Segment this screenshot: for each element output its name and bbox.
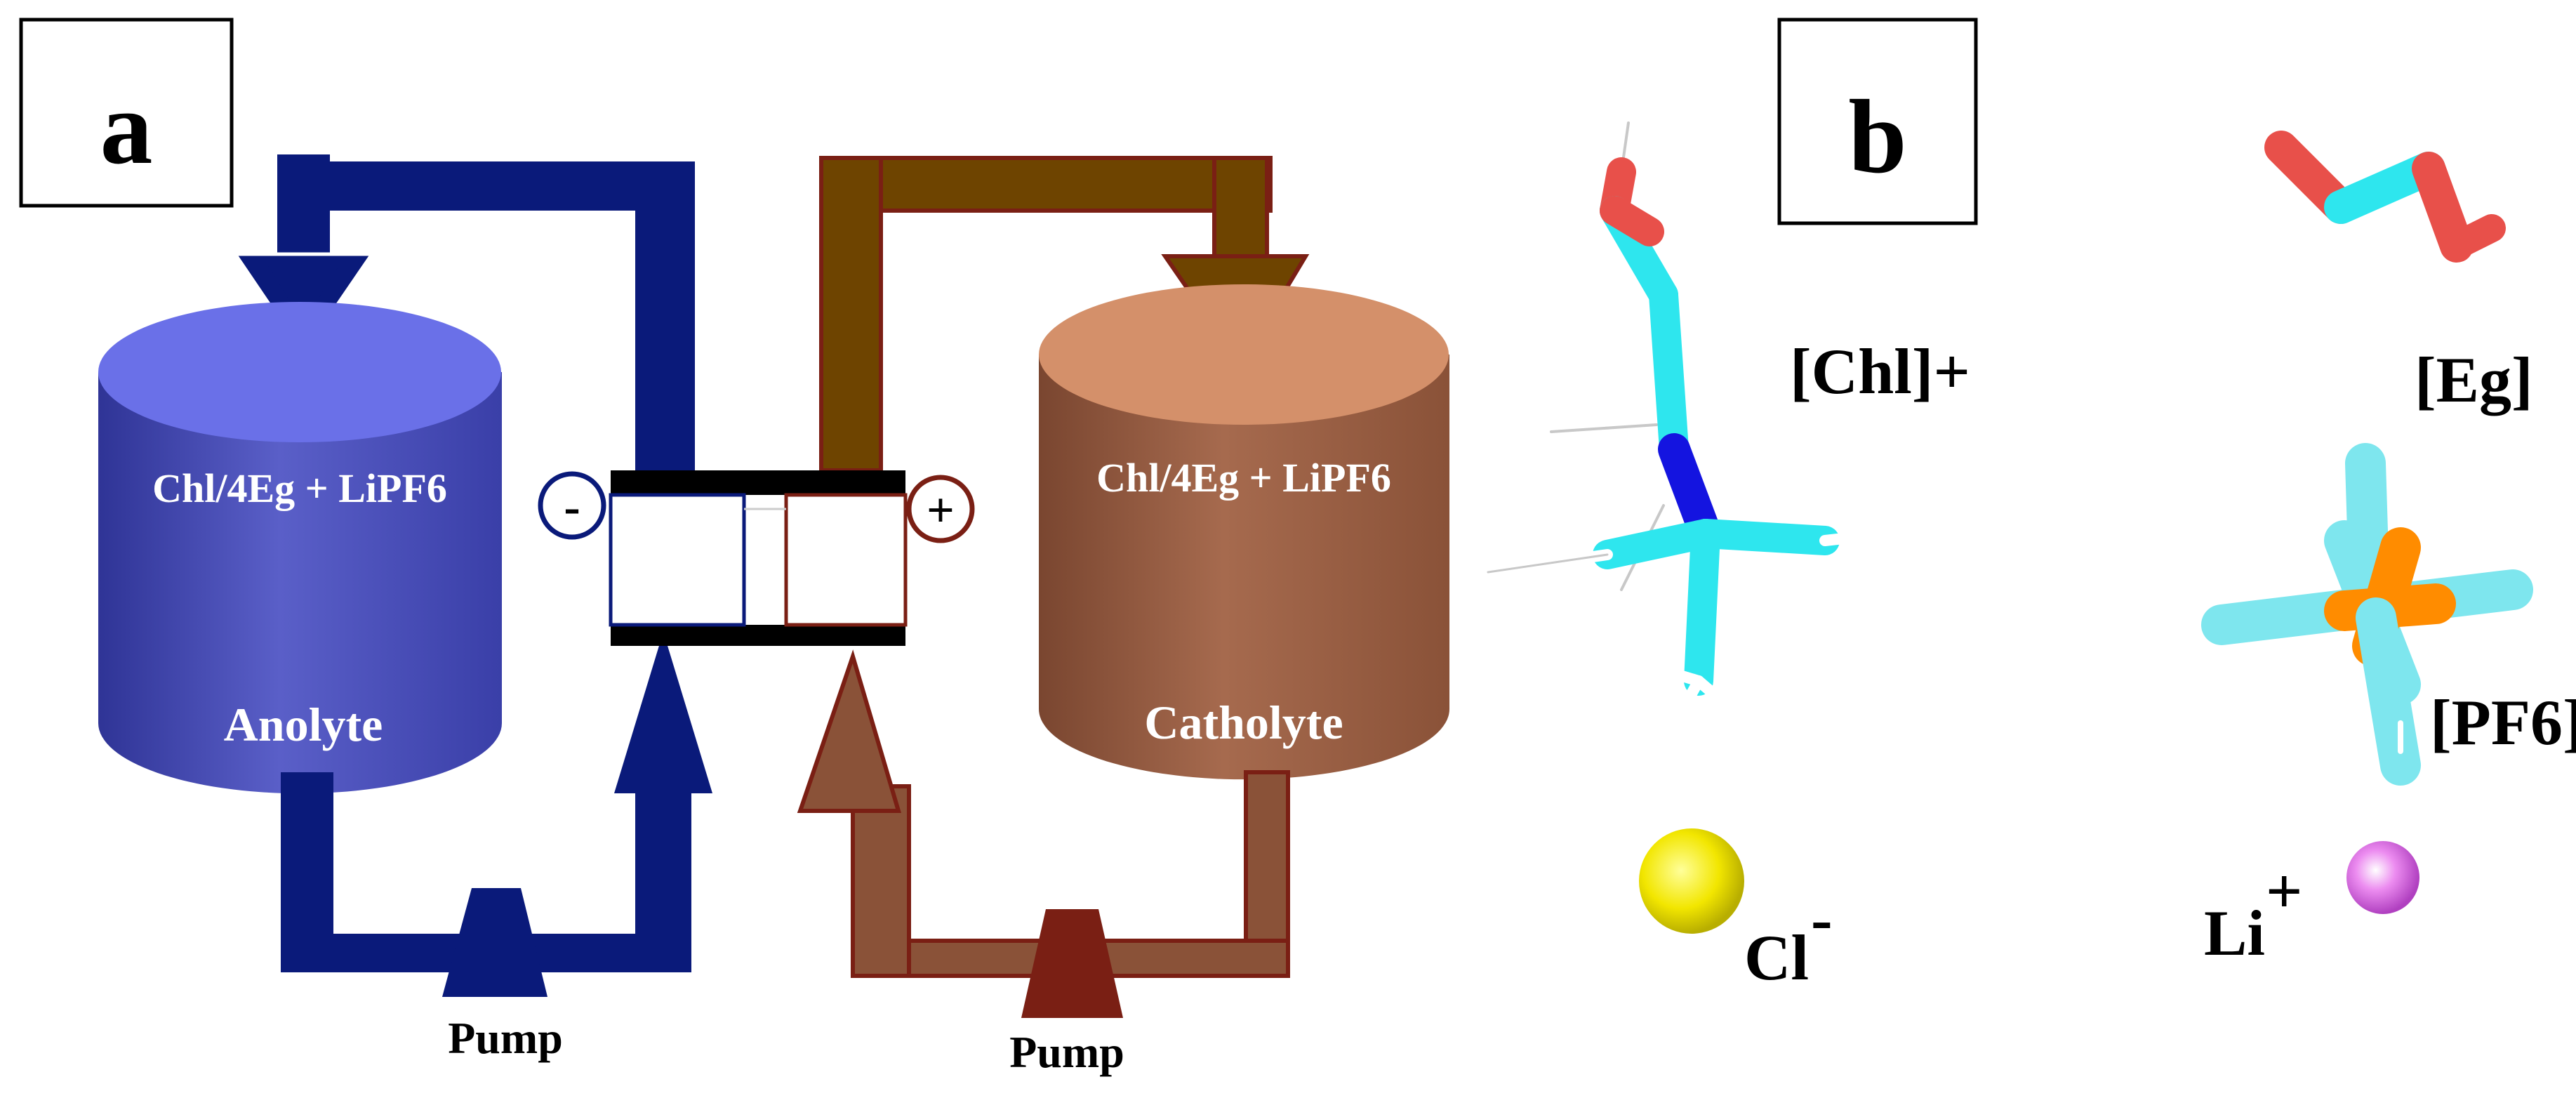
chloride-ion-sphere (1639, 828, 1744, 934)
catholyte-composition: Chl/4Eg + LiPF6 (1096, 455, 1391, 501)
pump-right-icon (1021, 909, 1123, 1018)
svg-text:-: - (564, 480, 580, 534)
choline-label: [Chl]+ (1790, 336, 1970, 407)
panel-a-label-box (19, 18, 234, 208)
anolyte-inflow-arrow-inner (267, 263, 340, 323)
ethylene-glycol-molecule (2240, 74, 2533, 301)
choline-cation-molecule (1482, 117, 1894, 750)
panel-a: a Chl/4Eg + LiPF6 Anolyte Pump (19, 18, 1449, 1077)
catholyte-return-arrow (797, 649, 902, 813)
cathode-compartment (784, 493, 908, 627)
catholyte-top-pipe (819, 156, 1273, 472)
anode-compartment (609, 493, 746, 627)
panel-b-label: b (1848, 79, 1906, 195)
svg-text:+: + (927, 484, 955, 538)
positive-terminal: + (906, 475, 975, 543)
pump-left-label: Pump (448, 1013, 563, 1063)
anolyte-return-arrow (614, 632, 712, 793)
chloride-charge: - (1811, 883, 1833, 955)
anolyte-top-pipe (277, 154, 695, 470)
anolyte-composition: Chl/4Eg + LiPF6 (152, 465, 447, 511)
flow-cell (609, 470, 908, 646)
panel-b-label-box (1777, 18, 1978, 225)
hexafluorophosphate-molecule (2201, 443, 2533, 786)
ethylene-glycol-label: [Eg] (2415, 344, 2533, 416)
pf6-label: [PF6] (2430, 687, 2576, 758)
negative-terminal: - (538, 471, 606, 540)
anolyte-name: Anolyte (224, 698, 383, 751)
catholyte-name: Catholyte (1144, 696, 1343, 749)
panel-a-label: a (100, 70, 153, 186)
chloride-label: Cl (1744, 922, 1809, 993)
anolyte-bottom-pipe (281, 772, 691, 972)
lithium-charge: + (2266, 855, 2302, 927)
lithium-label: Li (2204, 897, 2265, 969)
pump-left-icon (442, 888, 547, 997)
anolyte-tank: Chl/4Eg + LiPF6 Anolyte (98, 302, 502, 794)
catholyte-tank: Chl/4Eg + LiPF6 Catholyte (1039, 284, 1449, 780)
panel-b: b (1482, 18, 2576, 993)
lithium-ion-sphere (2346, 841, 2419, 914)
pump-right-label: Pump (1009, 1027, 1124, 1077)
